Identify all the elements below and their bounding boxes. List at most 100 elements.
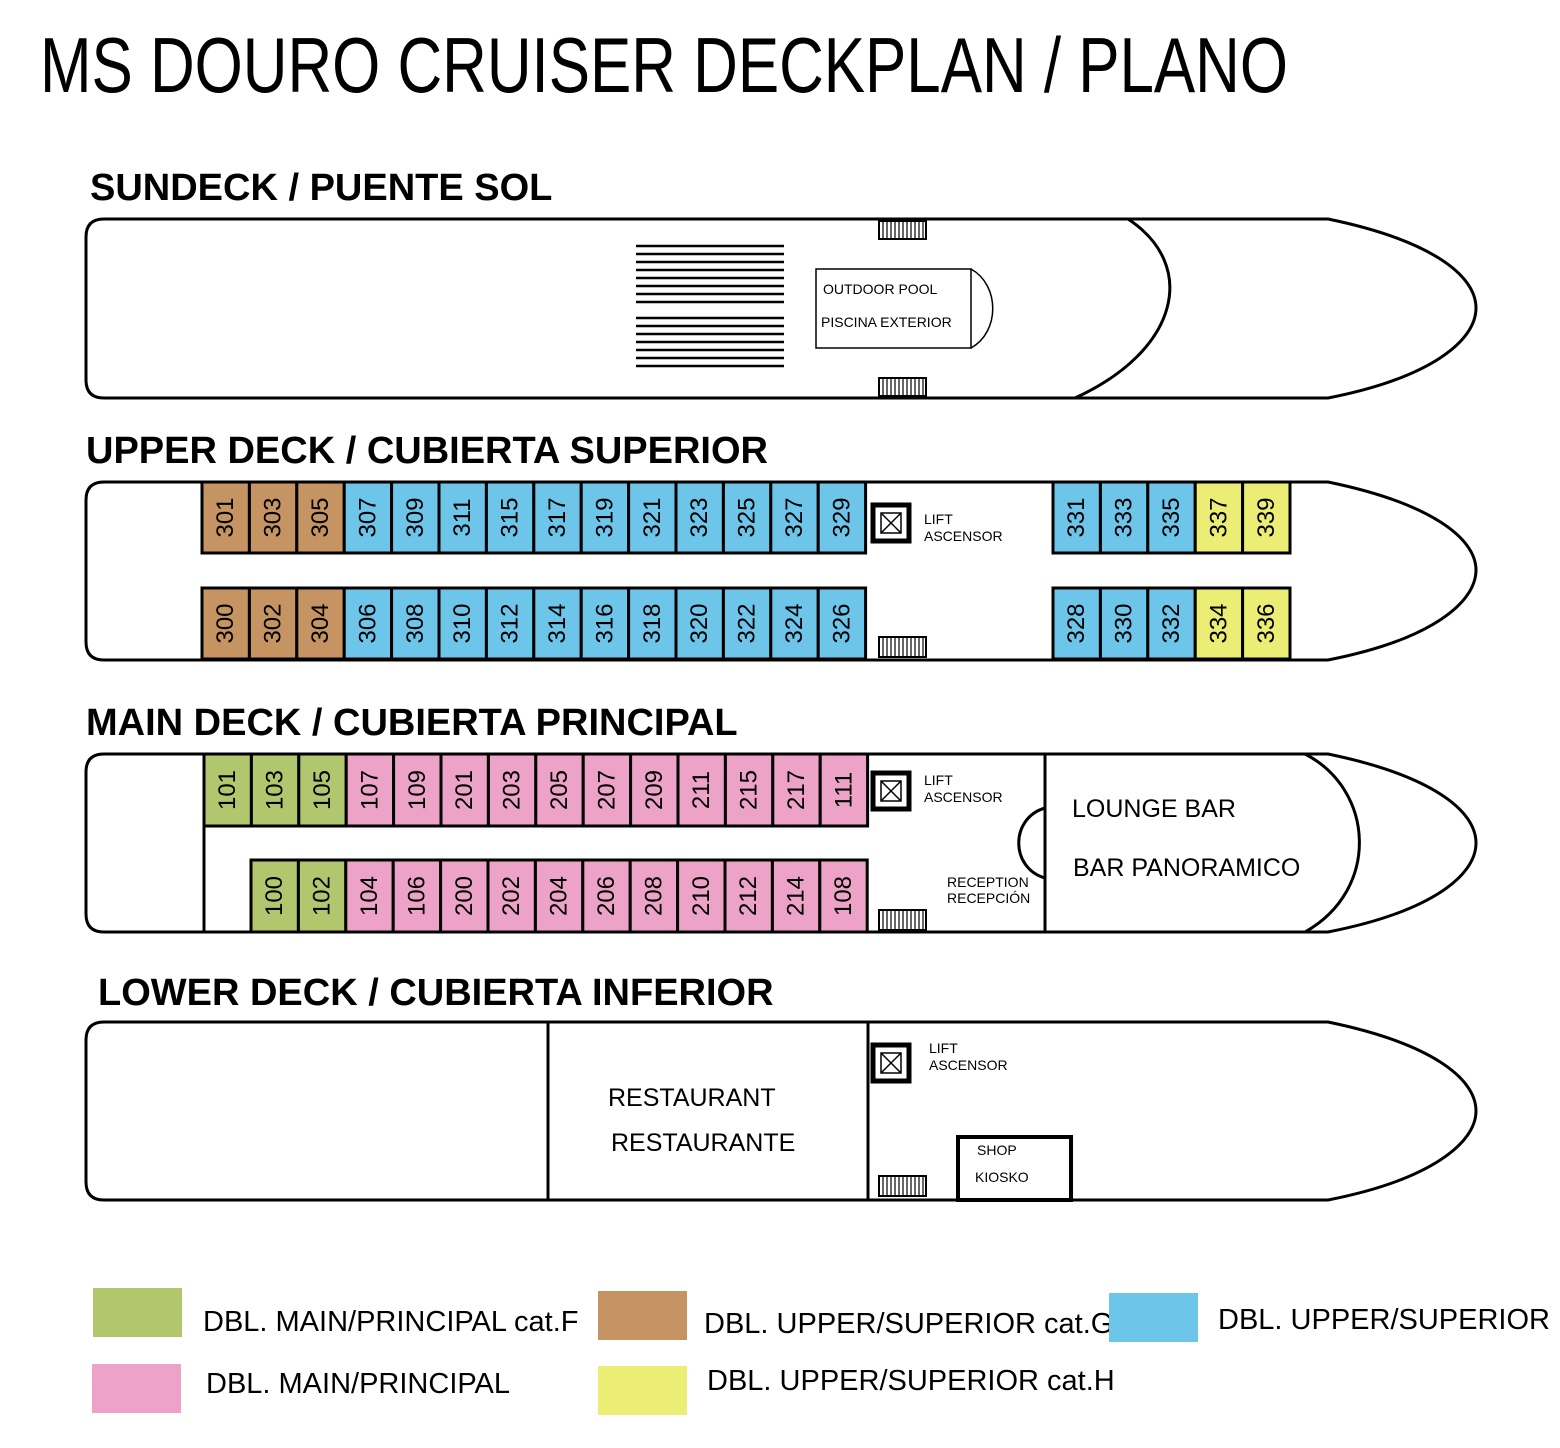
upper-lift-label-es: ASCENSOR [924,528,1003,544]
restaurant-label-es: RESTAURANTE [611,1129,795,1157]
shop-label-es: KIOSKO [975,1169,1029,1185]
cabin-332: 332 [1146,586,1197,661]
cabin-box [342,480,394,555]
main-lift-icon [870,770,912,812]
cabin-box [769,586,820,661]
cabin-number: 331 [1063,497,1090,537]
cabin-number: 205 [546,770,573,810]
lower-lift-label: LIFT [929,1040,958,1056]
cabin-number: 317 [544,497,571,537]
cabin-number: 109 [404,770,431,810]
cabin-number: 105 [309,770,336,810]
cabin-box [297,752,348,828]
sundeck-stairs-top-icon [878,220,927,240]
pool-label-es: PISCINA EXTERIOR [821,314,952,330]
reception-desk [1017,806,1046,880]
cabin-315: 315 [484,480,536,555]
cabin-number: 102 [309,876,336,916]
cabin-number: 312 [497,603,524,643]
cabin-308: 308 [390,586,441,661]
cabin-318: 318 [627,586,678,661]
cabin-103: 103 [249,752,301,828]
cabin-number: 303 [260,497,287,537]
legend-item: DBL. UPPER/SUPERIOR cat.H [598,1365,1115,1415]
cabin-106: 106 [391,858,443,934]
pool-curve [970,268,994,349]
cabin-number: 334 [1205,603,1232,643]
main-lift-label: LIFT [924,772,953,788]
cabin-box [723,752,775,828]
cabin-303: 303 [247,480,299,555]
legend-label: DBL. MAIN/PRINCIPAL cat.F [203,1306,578,1338]
cabin-322: 322 [721,586,773,661]
cabin-box [1146,586,1197,661]
cabin-box [1241,586,1292,661]
cabin-box [344,752,396,828]
cabin-box [249,858,300,934]
cabin-311: 311 [437,480,488,555]
cabin-108: 108 [818,858,869,934]
cabin-number: 214 [783,876,810,916]
cabin-box [628,858,680,934]
cabin-302: 302 [247,586,299,661]
page-title: MS DOURO CRUISER DECKPLAN / PLANO [40,21,1288,109]
cabin-number: 339 [1253,497,1280,537]
cabin-336: 336 [1241,586,1292,661]
reception-label: RECEPTION [947,874,1029,890]
cabin-number: 336 [1253,603,1280,643]
cabin-box [721,480,773,555]
cabin-333: 333 [1098,480,1150,555]
cabin-number: 318 [639,603,666,643]
cabin-box [342,586,394,661]
cabin-105: 105 [297,752,348,828]
cabin-box [1051,480,1102,555]
cabin-200: 200 [439,858,490,934]
cabin-323: 323 [674,480,725,555]
legend-item: DBL. UPPER/SUPERIOR cat.G [598,1291,1113,1340]
cabin-box [816,480,868,555]
cabin-310: 310 [437,586,488,661]
cabin-number: 210 [688,876,715,916]
cabin-number: 202 [498,876,525,916]
cabin-number: 200 [451,876,478,916]
cabin-box [533,858,585,934]
upper-deck: UPPER DECK / CUBIERTA SUPERIOR 301 303 305… [84,430,1478,662]
cabin-number: 321 [639,497,666,537]
cabin-205: 205 [534,752,585,828]
cabin-box [721,586,773,661]
cabin-306: 306 [342,586,394,661]
cabin-number: 330 [1111,603,1138,643]
cabin-number: 204 [546,876,573,916]
cabin-305: 305 [295,480,346,555]
cabin-box [579,480,631,555]
cabin-212: 212 [723,858,774,934]
cabin-box [439,752,490,828]
cabin-box [534,752,585,828]
cabin-number: 333 [1111,497,1138,537]
cabin-number: 322 [734,603,761,643]
cabin-301: 301 [200,480,251,555]
shop-label: SHOP [977,1142,1017,1158]
cabin-number: 206 [593,876,620,916]
cabin-box [1051,586,1102,661]
lounge-front-curve [1304,752,1361,934]
cabin-box [627,480,678,555]
cabin-number: 319 [591,497,618,537]
cabin-number: 104 [356,876,383,916]
sundeck-hull [84,217,1478,400]
legend-swatch [92,1364,181,1413]
cabin-box [296,858,348,934]
cabin-number: 323 [686,497,713,537]
cabin-number: 320 [686,603,713,643]
cabin-number: 100 [261,876,288,916]
legend-label: DBL. UPPER/SUPERIOR [1218,1304,1550,1336]
cabin-328: 328 [1051,586,1102,661]
lower-deck-hull [84,1020,1478,1202]
sundeck-stairs-bottom-icon [878,377,927,397]
main-deck-title: MAIN DECK / CUBIERTA PRINCIPAL [86,702,738,744]
cabin-number: 209 [641,770,668,810]
cabin-number: 314 [544,603,571,643]
upper-deck-title: UPPER DECK / CUBIERTA SUPERIOR [86,430,768,472]
